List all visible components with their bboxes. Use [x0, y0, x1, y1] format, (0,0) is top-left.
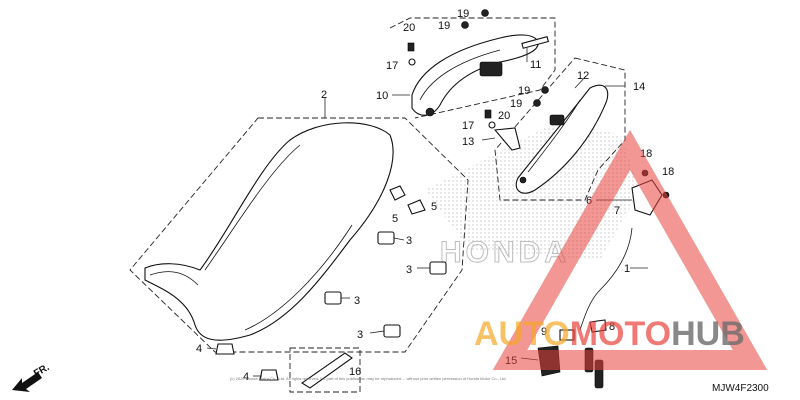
- seat-group-outline: [129, 117, 469, 353]
- callout-labels: 1 2 3 3 3 3 4 4 5 5 6 7 8 9 10 11 12 13 …: [196, 8, 674, 383]
- front-direction-arrow: FR.: [12, 362, 52, 392]
- watermark-hub: HUB: [671, 315, 745, 353]
- callout-3-c: 3: [354, 295, 360, 307]
- callout-18-b: 18: [662, 166, 674, 178]
- seat-lock-cable: [579, 227, 633, 331]
- front-label: FR.: [32, 362, 52, 380]
- grab-rail-group-outline: [389, 17, 556, 119]
- strap-group-outline: [289, 347, 361, 393]
- callout-20-a: 20: [403, 22, 415, 34]
- washer-17-b: [488, 121, 496, 129]
- clamp-8: [589, 319, 607, 333]
- watermark-moto: MOTO: [570, 315, 671, 353]
- callout-13: 13: [462, 136, 474, 148]
- rear-cover: [515, 84, 609, 194]
- watermark-triangle: [492, 129, 768, 370]
- callout-19-b: 19: [438, 20, 450, 32]
- rubber-3-c: [324, 291, 342, 305]
- callout-3-b: 3: [406, 264, 412, 276]
- diagram-code: MJW4F2300: [712, 383, 769, 394]
- bolt-20-a: [407, 42, 415, 52]
- svg-text:AUTOMOTOHUB: AUTOMOTOHUB: [474, 315, 745, 353]
- washer-17-a: [408, 58, 416, 66]
- automotohub-watermark: AUTOMOTOHUB: [474, 129, 768, 370]
- callout-16: 16: [349, 366, 361, 378]
- rubber-3-b: [429, 261, 447, 275]
- bolt-19-d: [533, 99, 541, 107]
- callout-19-d: 19: [510, 98, 522, 110]
- callout-8: 8: [609, 321, 615, 333]
- callout-5-a: 5: [392, 213, 398, 225]
- callout-5-b: 5: [431, 201, 437, 213]
- callout-14: 14: [633, 81, 645, 93]
- cushion-4-b: [259, 369, 279, 381]
- callout-6: 6: [586, 195, 592, 207]
- grommet-5-b: [407, 199, 426, 215]
- callout-4-b: 4: [243, 371, 249, 383]
- cover-group-outline: [494, 57, 626, 201]
- grab-rail: [411, 34, 539, 117]
- callout-3-d: 3: [357, 329, 363, 341]
- callout-10: 10: [376, 90, 388, 102]
- callout-20-b: 20: [498, 110, 510, 122]
- bolt-19-c: [541, 86, 549, 94]
- rubber-3-d: [383, 324, 401, 338]
- callout-12: 12: [577, 70, 589, 82]
- bracket-13: [493, 127, 521, 151]
- callout-17-b: 17: [462, 120, 474, 132]
- bolt-20-b: [484, 109, 492, 119]
- bolt-19-b: [461, 21, 469, 29]
- callout-3-a: 3: [406, 235, 412, 247]
- copyright-text: (c) 2020 Honda Motor Co., Ltd. All right…: [230, 376, 507, 381]
- callout-17-a: 17: [386, 60, 398, 72]
- rubber-3-a: [377, 231, 395, 245]
- callout-19-a: 19: [457, 8, 469, 20]
- honda-brand-text: HONDA: [440, 236, 570, 269]
- callout-2: 2: [321, 89, 327, 101]
- grommet-5-a: [389, 185, 406, 201]
- leader-lines: [206, 48, 648, 377]
- callout-1: 1: [624, 263, 630, 275]
- callout-19-c: 19: [518, 85, 530, 97]
- bolt-19-a: [481, 9, 489, 17]
- callout-7: 7: [614, 205, 620, 217]
- watermark-auto: AUTO: [474, 315, 570, 353]
- cover-bar: [521, 36, 550, 49]
- cushion-4-a: [215, 343, 235, 355]
- callout-9: 9: [541, 326, 547, 338]
- clip-9: [559, 329, 575, 341]
- strap: [301, 352, 353, 389]
- callout-4-a: 4: [196, 343, 202, 355]
- callout-11: 11: [530, 59, 541, 71]
- seat: [144, 122, 394, 341]
